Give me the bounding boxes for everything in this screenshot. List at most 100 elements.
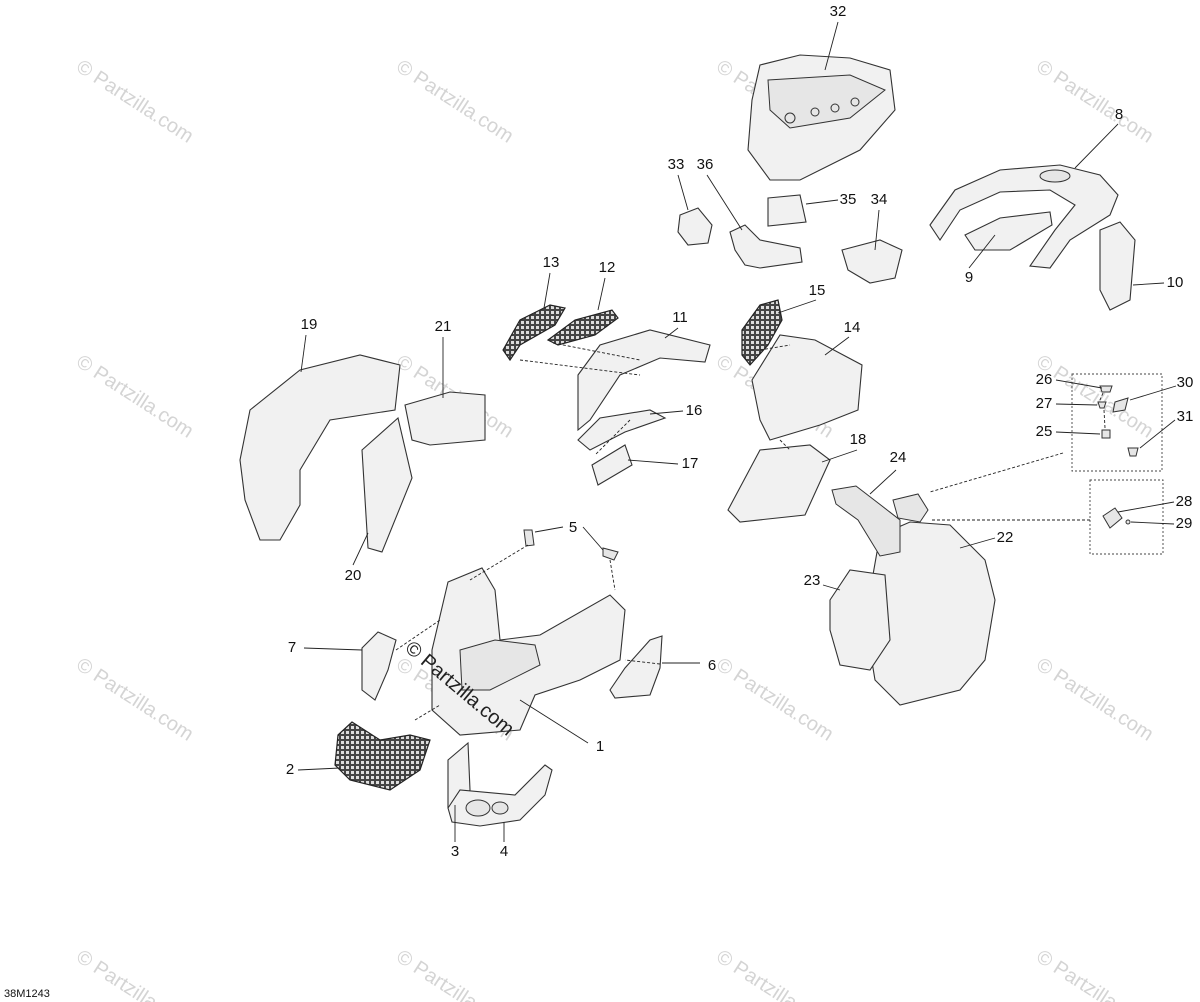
partzilla-watermark: © Partzilla.com — [72, 946, 197, 1002]
callout-11[interactable]: 11 — [672, 309, 688, 326]
callout-34[interactable]: 34 — [871, 191, 888, 208]
callout-32[interactable]: 32 — [830, 3, 847, 20]
callout-3[interactable]: 3 — [451, 843, 459, 860]
assembly-dash-line — [519, 359, 641, 376]
watermark-layer: © Partzilla.com © Partzilla.com © Partzill… — [72, 56, 1157, 1002]
callout-24[interactable]: 24 — [890, 449, 907, 466]
part-9-bracket[interactable] — [964, 211, 1053, 251]
part-6-side-trim[interactable] — [609, 635, 663, 699]
part-5-fastener[interactable] — [602, 547, 619, 561]
callout-22[interactable]: 22 — [997, 529, 1014, 546]
callout-28[interactable]: 28 — [1176, 493, 1193, 510]
part-23-inner-panel[interactable] — [829, 569, 891, 671]
leader-line — [822, 584, 841, 591]
part-28-latch[interactable] — [1102, 507, 1123, 529]
part-30-clip[interactable] — [1112, 397, 1129, 413]
part-19-left-panel[interactable] — [239, 354, 401, 541]
part-21-insert[interactable] — [404, 391, 486, 446]
callout-6[interactable]: 6 — [708, 657, 716, 674]
callout-35[interactable]: 35 — [840, 191, 857, 208]
callout-26[interactable]: 26 — [1036, 371, 1053, 388]
leader-line — [805, 199, 839, 205]
part-31-screw[interactable] — [1127, 447, 1139, 457]
leader-line — [300, 334, 307, 373]
leader-line — [874, 209, 880, 251]
callout-31[interactable]: 31 — [1177, 408, 1194, 425]
callout-15[interactable]: 15 — [809, 282, 826, 299]
callout-30[interactable]: 30 — [1177, 374, 1194, 391]
part-14-side-panel[interactable] — [751, 334, 863, 441]
callout-7[interactable]: 7 — [288, 639, 296, 656]
leader-line — [821, 449, 858, 463]
leader-line — [1129, 385, 1177, 401]
leader-line — [297, 767, 341, 771]
part-34-vent[interactable] — [841, 239, 903, 284]
callout-29[interactable]: 29 — [1176, 515, 1193, 532]
assembly-dash-line — [759, 344, 791, 351]
part-25-nut[interactable] — [1101, 429, 1111, 439]
leader-line — [1130, 521, 1175, 525]
part-33-vent[interactable] — [677, 207, 713, 246]
leader-line — [519, 699, 589, 744]
callout-16[interactable]: 16 — [686, 402, 703, 419]
part-32-headlight-housing[interactable] — [747, 54, 896, 181]
part-7-bracket[interactable] — [361, 631, 397, 701]
part-20-side-insert[interactable] — [361, 416, 413, 553]
part-12-mesh-grille[interactable] — [546, 309, 619, 346]
leader-line — [627, 459, 679, 465]
part-13-mesh-grille[interactable] — [502, 304, 566, 362]
assembly-dash-line — [469, 544, 529, 581]
leader-line — [677, 174, 689, 211]
callout-23[interactable]: 23 — [804, 572, 821, 589]
part-16-trim[interactable] — [577, 409, 667, 451]
leader-line — [543, 272, 551, 309]
part-35-insert[interactable] — [767, 194, 807, 227]
callout-5[interactable]: 5 — [569, 519, 577, 536]
callout-17[interactable]: 17 — [682, 455, 699, 472]
callout-36[interactable]: 36 — [697, 156, 714, 173]
callout-4[interactable]: 4 — [500, 843, 508, 860]
callout-13[interactable]: 13 — [543, 254, 560, 271]
assembly-dash-line — [609, 559, 616, 591]
callout-10[interactable]: 10 — [1167, 274, 1184, 291]
leader-line — [664, 327, 679, 339]
part-27-washer[interactable] — [1097, 401, 1107, 409]
callout-12[interactable]: 12 — [599, 259, 616, 276]
partzilla-watermark: © Partzilla.com — [72, 56, 197, 148]
callout-2[interactable]: 2 — [286, 761, 294, 778]
part-10-side-panel[interactable] — [1099, 221, 1136, 311]
callout-33[interactable]: 33 — [668, 156, 685, 173]
part-26-fastener[interactable] — [1099, 385, 1113, 393]
leader-line — [1117, 501, 1175, 513]
callout-18[interactable]: 18 — [850, 431, 867, 448]
leader-line — [968, 234, 996, 269]
partzilla-watermark: © Partzilla.com — [1032, 654, 1157, 746]
callout-9[interactable]: 9 — [965, 269, 973, 286]
part-24-clip[interactable] — [892, 493, 929, 523]
part-11-center-panel[interactable] — [577, 329, 711, 432]
part-17-insert[interactable] — [591, 444, 633, 486]
partzilla-watermark: © Partzilla.com — [1032, 56, 1157, 148]
part-8-upper-frame[interactable] — [929, 164, 1119, 269]
callout-27[interactable]: 27 — [1036, 395, 1053, 412]
part-15-mesh-grille[interactable] — [741, 299, 783, 366]
drawing-code: 38M1243 — [4, 988, 50, 1000]
callout-19[interactable]: 19 — [301, 316, 318, 333]
part-2-mesh-grille[interactable] — [334, 721, 431, 791]
callout-20[interactable]: 20 — [345, 567, 362, 584]
part-18-lower-panel[interactable] — [727, 444, 831, 523]
part-4-lower-bezel[interactable] — [447, 764, 553, 827]
part-24-bracket[interactable] — [831, 485, 901, 557]
callout-8[interactable]: 8 — [1115, 106, 1123, 123]
callout-14[interactable]: 14 — [844, 319, 861, 336]
part-5-fastener[interactable] — [523, 529, 535, 547]
partzilla-watermark: © Partzilla.com — [392, 56, 517, 148]
callout-1[interactable]: 1 — [596, 738, 604, 755]
part-36-duct[interactable] — [729, 224, 803, 269]
part-29-pin[interactable] — [1125, 519, 1131, 525]
callout-25[interactable]: 25 — [1036, 423, 1053, 440]
part-1-front-hood[interactable] — [431, 567, 626, 736]
callout-21[interactable]: 21 — [435, 318, 452, 335]
partzilla-watermark: © Partzilla.com — [392, 946, 517, 1002]
